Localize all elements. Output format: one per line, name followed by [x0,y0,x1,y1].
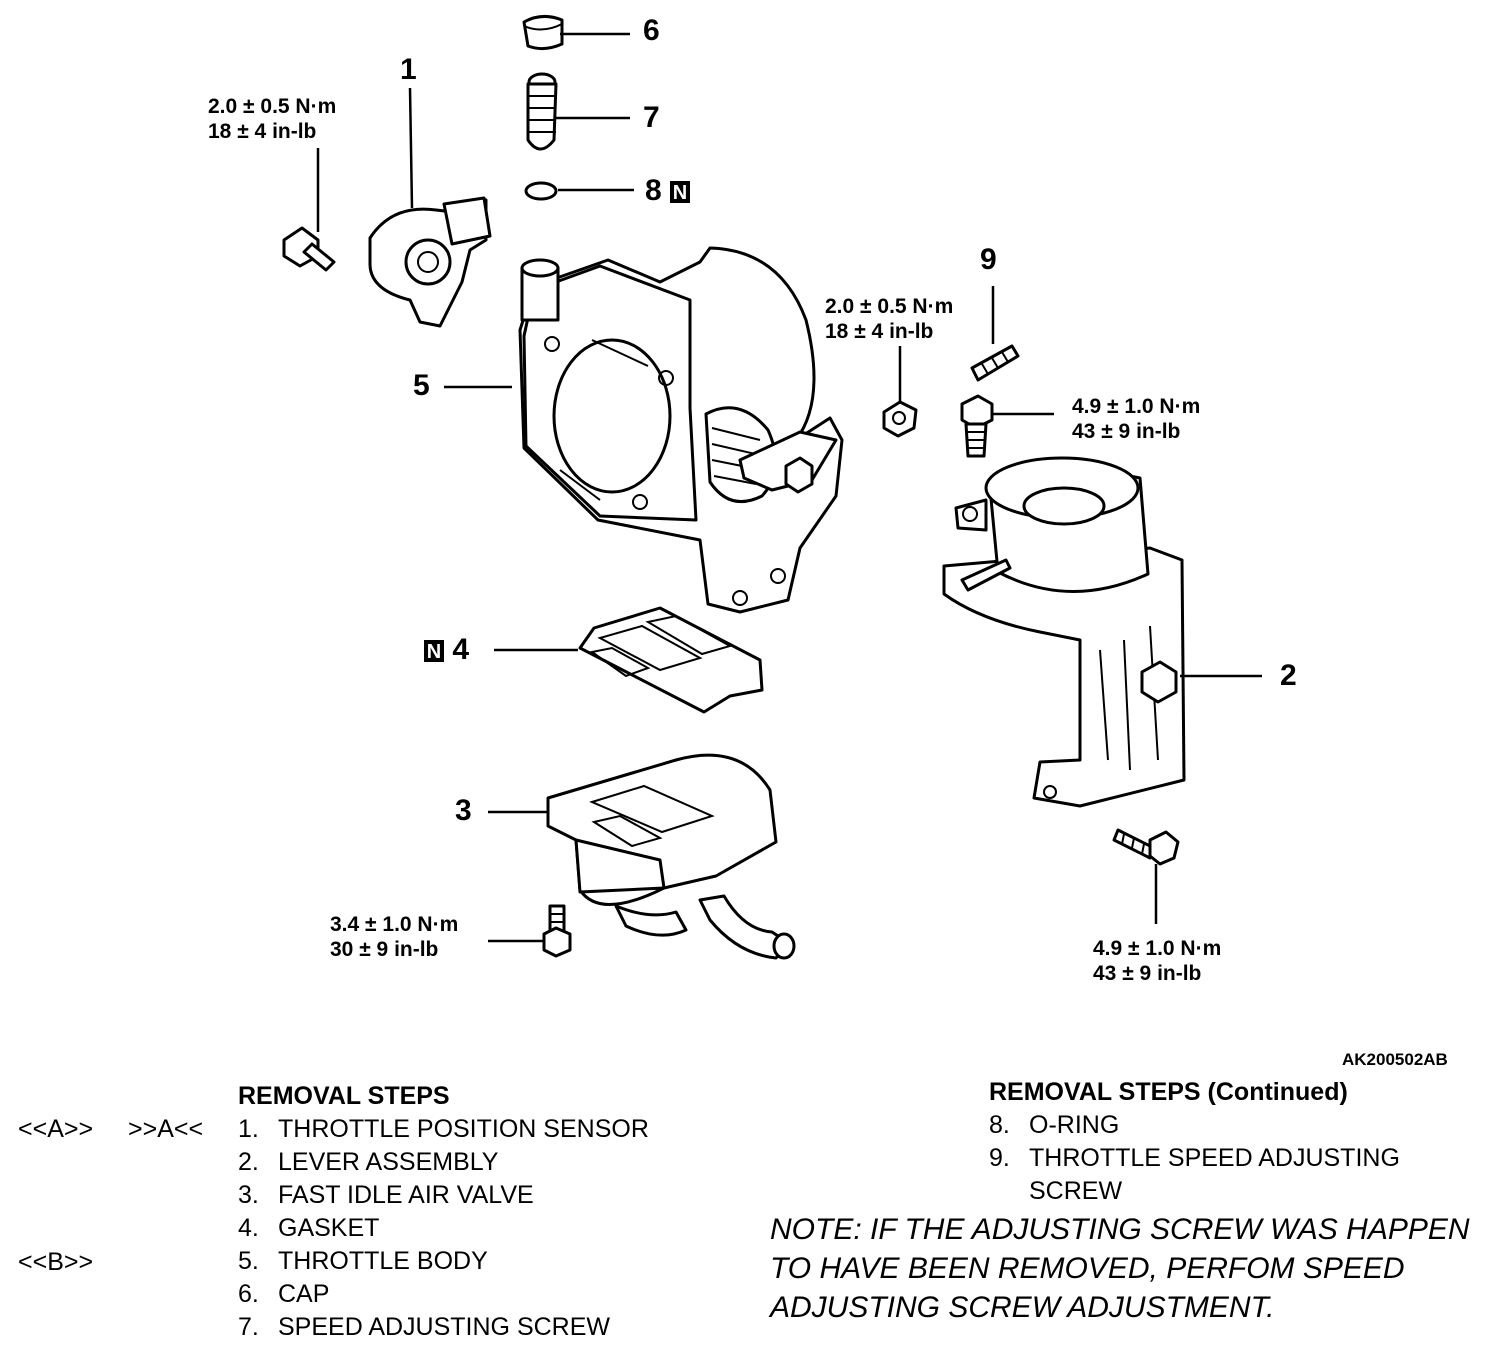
callout-2: 2 [1280,659,1297,692]
callout-4: 4 [452,633,470,666]
service-marker-step5-removal: <<B>> [18,1248,94,1276]
torque-inlb: 30 ± 9 in-lb [330,938,439,961]
list-item: 4. GASKET [238,1212,758,1245]
callout-8-with-new-part-badge: 8 N [645,174,691,207]
list-item: 1. THROTTLE POSITION SENSOR [238,1113,758,1146]
torque-fiav-screw: 3.4 ± 1.0 N·m 30 ± 9 in-lb [330,912,458,962]
list-item: 5. THROTTLE BODY [238,1245,758,1278]
step-number: 2. [238,1148,259,1176]
torque-inlb: 43 ± 9 in-lb [1093,962,1202,985]
list-item: 9. THROTTLE SPEED ADJUSTING [989,1142,1489,1175]
figure-code: AK200502AB [1342,1050,1448,1069]
service-marker-step1-removal: <<A>> [18,1115,94,1143]
removal-steps-continued-heading: REMOVAL STEPS (Continued) [989,1078,1348,1106]
callout-3: 3 [455,794,472,827]
step-number: 4. [238,1214,259,1242]
torque-inlb: 43 ± 9 in-lb [1072,420,1181,443]
nut-part [882,400,918,438]
step-number: 9. [989,1144,1010,1172]
torque-nut: 2.0 ± 0.5 N·m 18 ± 4 in-lb [825,294,953,344]
throttle-speed-adjusting-screw-part [970,344,1020,382]
torque-nm: 4.9 ± 1.0 N·m [1093,937,1222,960]
step-number: 3. [238,1181,259,1209]
new-part-badge: N [670,181,691,204]
throttle-position-sensor-part [368,196,492,328]
adjustment-note: NOTE: IF THE ADJUSTING SCREW WAS HAPPEN … [770,1213,1470,1324]
torque-nm: 2.0 ± 0.5 N·m [208,95,337,118]
callout-9: 9 [980,243,997,276]
speed-adjusting-screw-part [526,72,558,151]
step-text: GASKET [278,1214,380,1242]
step-number: 8. [989,1111,1010,1139]
step-text: THROTTLE SPEED ADJUSTING [1029,1144,1400,1172]
torque-inlb: 18 ± 4 in-lb [825,320,934,343]
list-item: 7. SPEED ADJUSTING SCREW [238,1311,758,1344]
step-number: 1. [238,1115,259,1143]
callout-8: 8 [645,174,662,207]
step-text: LEVER ASSEMBLY [278,1148,499,1176]
torque-tps-screw: 2.0 ± 0.5 N·m 18 ± 4 in-lb [208,94,336,144]
step-text: FAST IDLE AIR VALVE [278,1181,534,1209]
tps-screw-part [282,226,336,272]
fiav-screw-part [542,904,572,958]
callout-5: 5 [413,369,430,402]
callout-7: 7 [643,101,660,134]
torque-nm: 3.4 ± 1.0 N·m [330,913,459,936]
removal-steps-continued-list: REMOVAL STEPS (Continued) 8. O-RING 9. THR… [989,1076,1489,1208]
removal-steps-heading: REMOVAL STEPS [238,1082,450,1110]
step-text: THROTTLE POSITION SENSOR [278,1115,649,1143]
torque-inlb: 18 ± 4 in-lb [208,120,317,143]
lever-upper-bolt-part [960,394,994,458]
step-text: CAP [278,1280,330,1308]
callout-1: 1 [400,53,417,86]
step-number: 5. [238,1247,259,1275]
lever-assembly-part [942,456,1186,808]
step-number: 6. [238,1280,259,1308]
list-item: SCREW [989,1175,1489,1208]
callout-6: 6 [643,14,660,47]
step-text: THROTTLE BODY [278,1247,488,1275]
cap-part [522,15,564,51]
step-text: O-RING [1029,1111,1120,1139]
torque-nm: 4.9 ± 1.0 N·m [1072,395,1201,418]
leader-1 [408,87,414,209]
list-item: 6. CAP [238,1278,758,1311]
throttle-body-part [518,246,844,614]
step-number: 7. [238,1313,259,1341]
list-item: 8. O-RING [989,1109,1489,1142]
new-part-badge: N [424,640,444,663]
callout-4-with-new-part-badge: N 4 [424,635,469,665]
removal-steps-list: REMOVAL STEPS 1. THROTTLE POSITION SENSOR… [238,1080,758,1344]
list-item: 2. LEVER ASSEMBLY [238,1146,758,1179]
exploded-view-diagram [282,15,1262,960]
torque-nm: 2.0 ± 0.5 N·m [825,295,954,318]
torque-lever-upper-bolt: 4.9 ± 1.0 N·m 43 ± 9 in-lb [1072,394,1200,444]
list-item: 3. FAST IDLE AIR VALVE [238,1179,758,1212]
torque-lever-lower-bolt: 4.9 ± 1.0 N·m 43 ± 9 in-lb [1093,936,1221,986]
fast-idle-air-valve-part [546,753,796,960]
service-marker-step1-installation: >>A<< [128,1115,204,1143]
step-text: SPEED ADJUSTING SCREW [278,1313,610,1341]
lever-lower-bolt-part [1112,828,1180,866]
step-text: SCREW [1029,1177,1123,1205]
gasket-part [578,606,764,714]
o-ring-part [524,181,558,201]
